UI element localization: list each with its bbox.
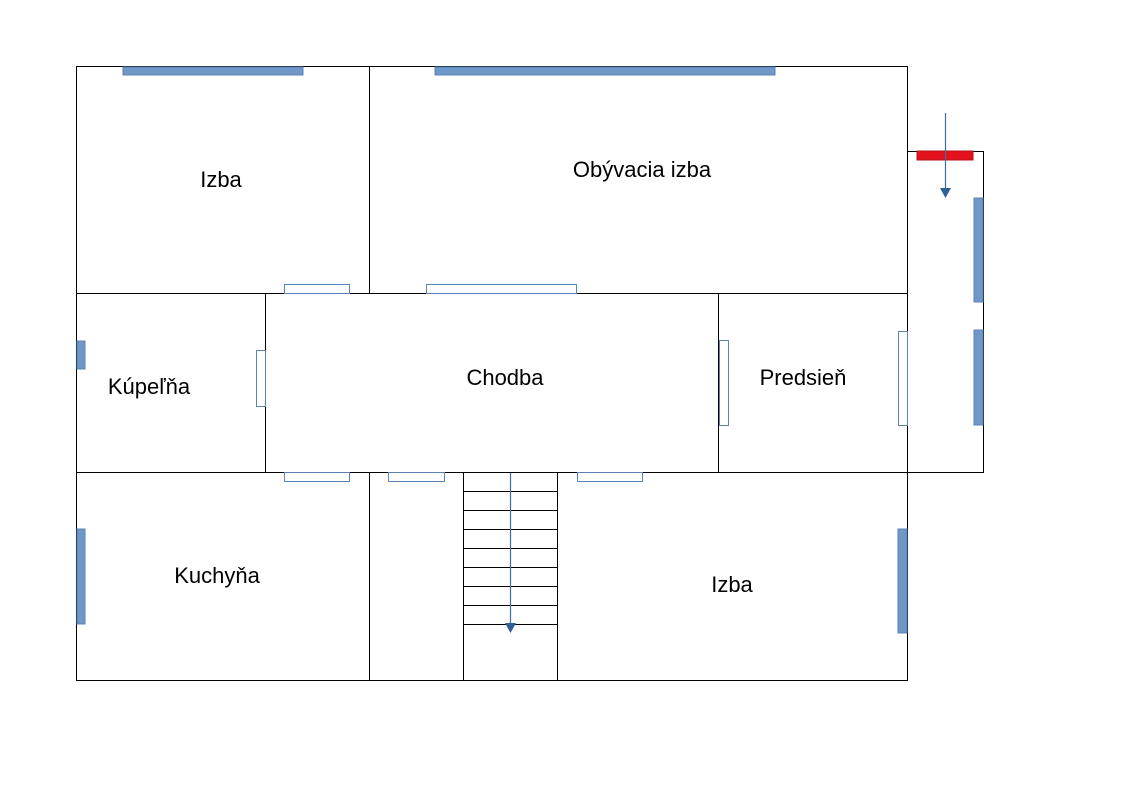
door-entry-hallway xyxy=(719,340,729,426)
doors xyxy=(256,284,908,482)
window-bathroom xyxy=(76,340,86,370)
label-bottom-right-room: Izba xyxy=(711,572,753,597)
door-entry-porch xyxy=(898,331,908,426)
window-kitchen xyxy=(76,528,86,625)
stair-direction-arrow-icon xyxy=(505,623,516,633)
window-bottom-right-room xyxy=(897,528,908,634)
staircase xyxy=(463,473,558,633)
door-bottom-right-room xyxy=(577,472,643,482)
window-porch-upper xyxy=(973,197,984,303)
door-bathroom xyxy=(256,350,266,407)
label-living-room: Obývacia izba xyxy=(573,157,712,182)
entrance-arrow-icon xyxy=(940,188,951,198)
window-top-left-room xyxy=(122,66,304,76)
label-entry: Predsieň xyxy=(760,365,847,390)
window-living-room xyxy=(434,66,776,76)
window-porch-lower xyxy=(973,329,984,426)
label-bathroom: Kúpeľňa xyxy=(108,374,191,399)
label-kitchen: Kuchyňa xyxy=(174,563,260,588)
door-top-left-room xyxy=(284,284,350,294)
door-stair-area xyxy=(388,472,445,482)
porch-wall xyxy=(907,151,984,473)
door-living-room xyxy=(426,284,577,294)
door-kitchen xyxy=(284,472,350,482)
label-hallway: Chodba xyxy=(466,365,544,390)
windows xyxy=(76,66,984,634)
label-top-left-room: Izba xyxy=(200,167,242,192)
entrance xyxy=(916,113,974,198)
room-labels: Izba Obývacia izba Kúpeľňa Chodba Predsi… xyxy=(108,157,847,597)
